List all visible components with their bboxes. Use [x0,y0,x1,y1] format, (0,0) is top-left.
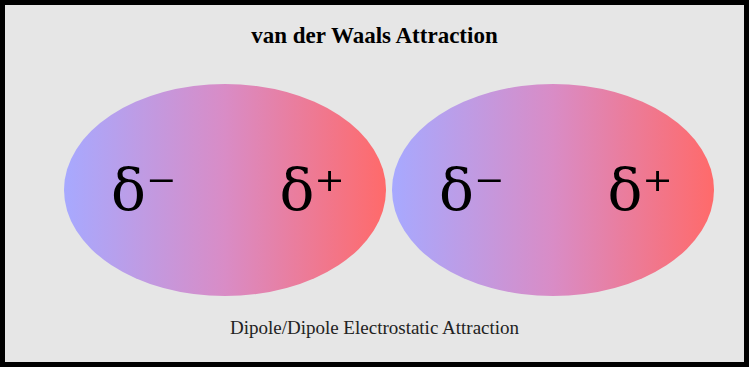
charge-label: δ⁻ [111,156,177,224]
charge-label: δ⁺ [279,156,345,224]
caption: Dipole/Dipole Electrostatic Attraction [5,317,744,339]
dipole-molecule: δ⁻ δ⁺ [391,83,715,297]
charge-label: δ⁻ [439,156,505,224]
dipole-molecule: δ⁻ δ⁺ [63,83,387,297]
title: van der Waals Attraction [5,23,744,49]
charge-label: δ⁺ [607,156,673,224]
